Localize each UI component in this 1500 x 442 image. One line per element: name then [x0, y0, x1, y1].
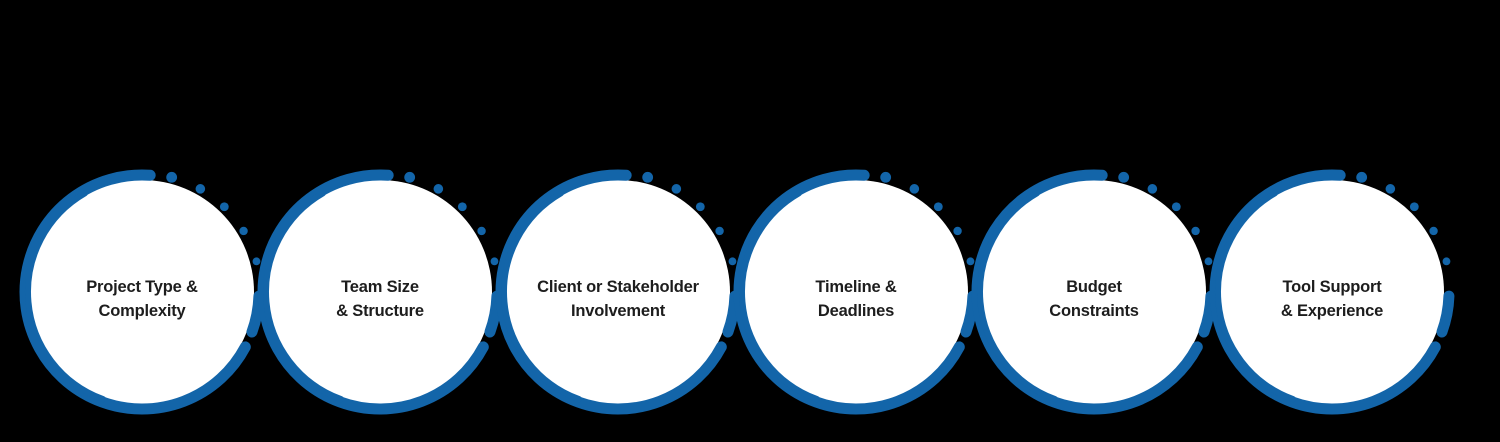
stage-label-line2: Deadlines	[817, 302, 895, 320]
stage-label-line1: Budget	[1066, 278, 1122, 296]
stage-label: Tool Support & Experience	[1207, 174, 1457, 424]
stage-label-line2: & Structure	[336, 302, 424, 320]
stage-circle-budget: Budget Constraints	[969, 167, 1219, 417]
stage-circle-tool-support: Tool Support & Experience	[1207, 167, 1457, 417]
stage-circle-team-size: Team Size & Structure	[255, 167, 505, 417]
stage-label: Team Size & Structure	[255, 174, 505, 424]
stage-label-line1: Timeline &	[815, 278, 897, 296]
stage-label-line1: Client or Stakeholder	[537, 278, 699, 296]
stage-label-line1: Project Type &	[86, 278, 198, 296]
stage-label: Timeline & Deadlines	[731, 174, 981, 424]
stage-label-line1: Team Size	[341, 278, 419, 296]
stage-label-line1: Tool Support	[1282, 278, 1382, 296]
stage-label-line2: & Experience	[1280, 302, 1384, 320]
stage-label: Budget Constraints	[969, 174, 1219, 424]
stage-label: Client or Stakeholder Involvement	[493, 174, 743, 424]
stage-label-line2: Involvement	[570, 302, 666, 320]
stage-circle-project-type: Project Type & Complexity	[17, 167, 267, 417]
stage-label-line2: Complexity	[98, 302, 186, 320]
stage-circle-timeline: Timeline & Deadlines	[731, 167, 981, 417]
stage-label-line2: Constraints	[1049, 302, 1139, 320]
stage-circle-client-involvement: Client or Stakeholder Involvement	[493, 167, 743, 417]
stage-label: Project Type & Complexity	[17, 174, 267, 424]
